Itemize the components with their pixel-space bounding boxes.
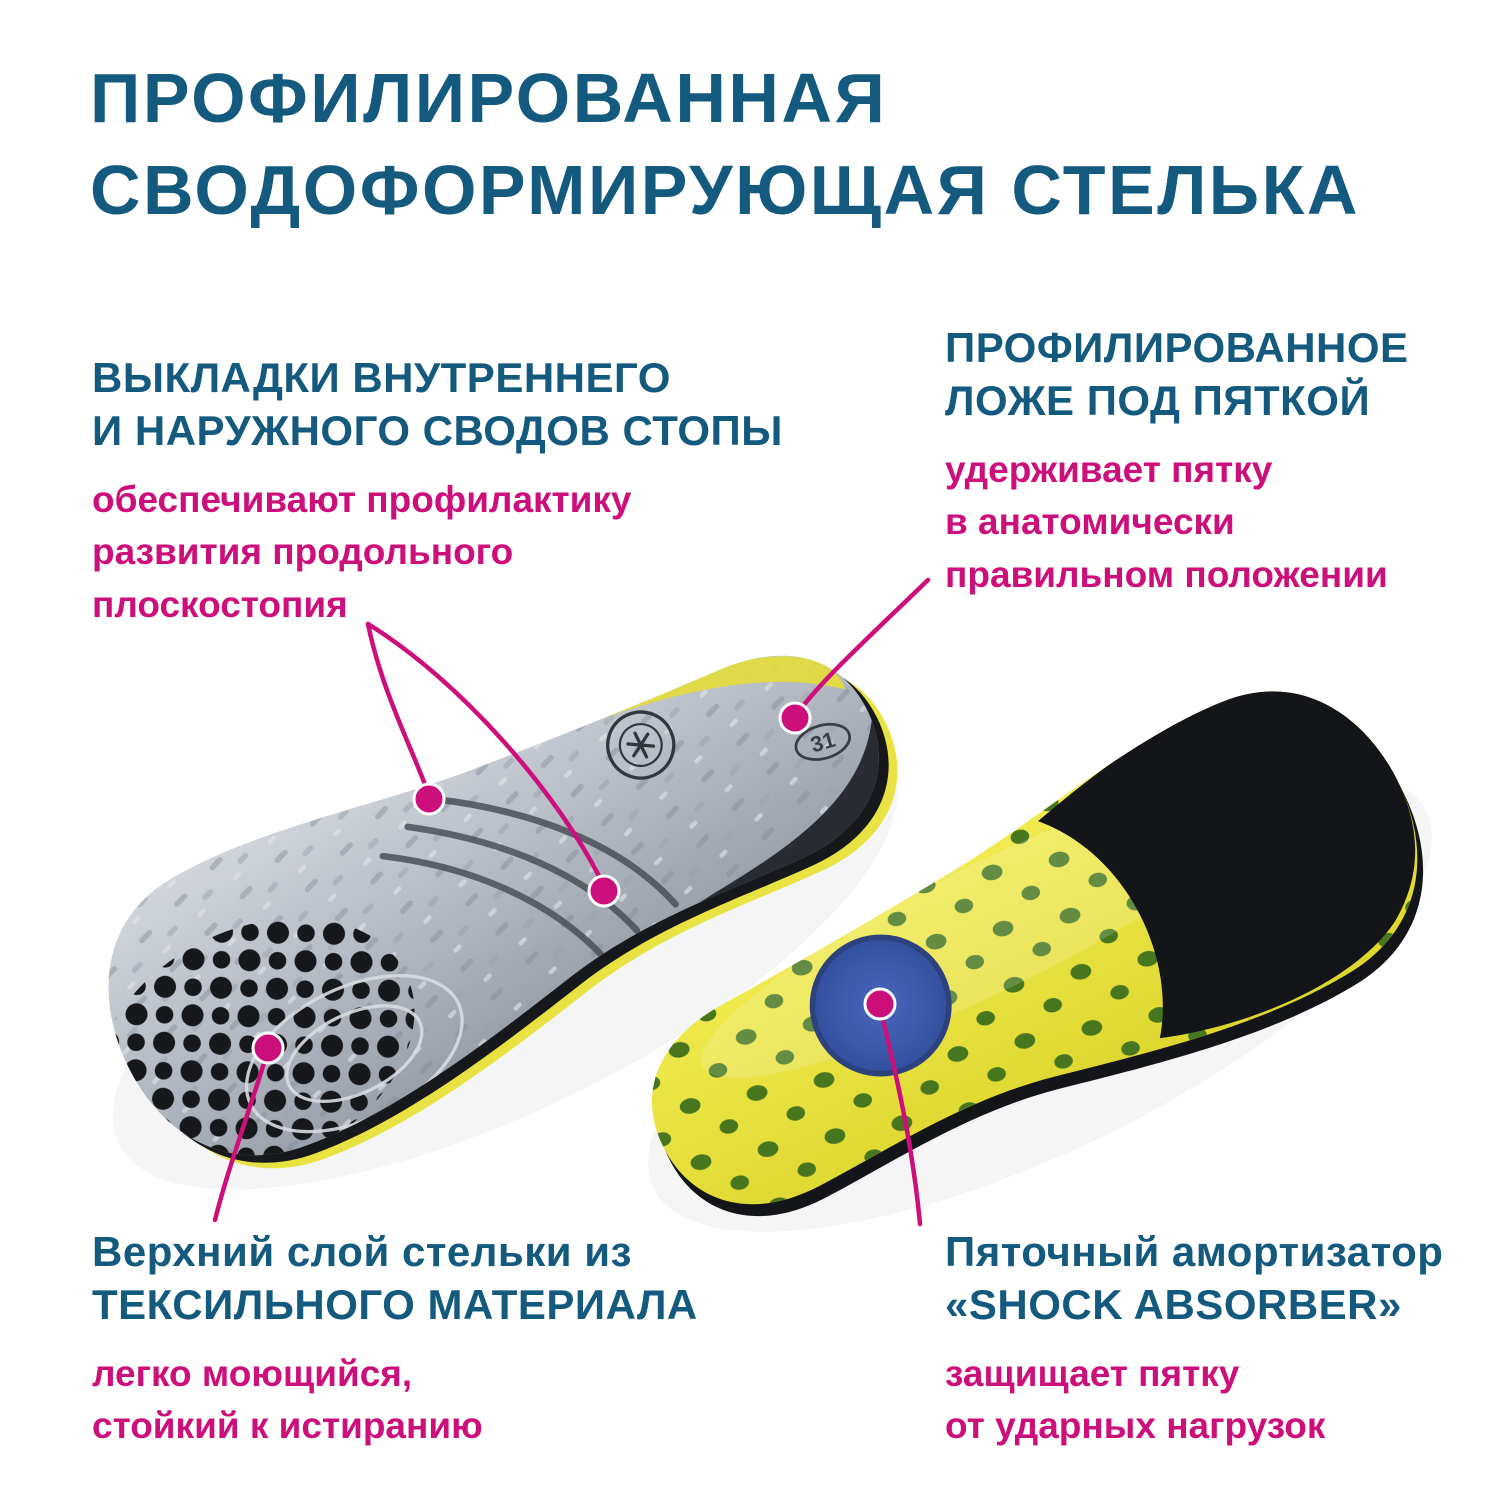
leader-line-heel-bed xyxy=(797,577,931,713)
callout-dot-heel-bed xyxy=(778,701,812,735)
callout-dots xyxy=(251,701,897,1065)
leader-line-textile xyxy=(212,1047,271,1223)
callout-dot-arch-1 xyxy=(412,782,446,816)
brand-stamp-icon xyxy=(606,710,676,780)
callout-dot-shock xyxy=(863,987,897,1021)
insole-bottom-view xyxy=(594,646,1471,1291)
callout-lines xyxy=(212,577,931,1227)
leader-line-arch-2 xyxy=(365,621,603,881)
callout-dot-textile xyxy=(251,1031,285,1065)
leader-line-arch-1 xyxy=(365,621,430,793)
toe-cap xyxy=(1037,691,1416,1039)
callout-dot-arch-2 xyxy=(587,874,621,908)
arch-flex-lines xyxy=(379,795,679,960)
leader-line-shock xyxy=(877,1005,923,1227)
heel-rim xyxy=(536,656,845,745)
